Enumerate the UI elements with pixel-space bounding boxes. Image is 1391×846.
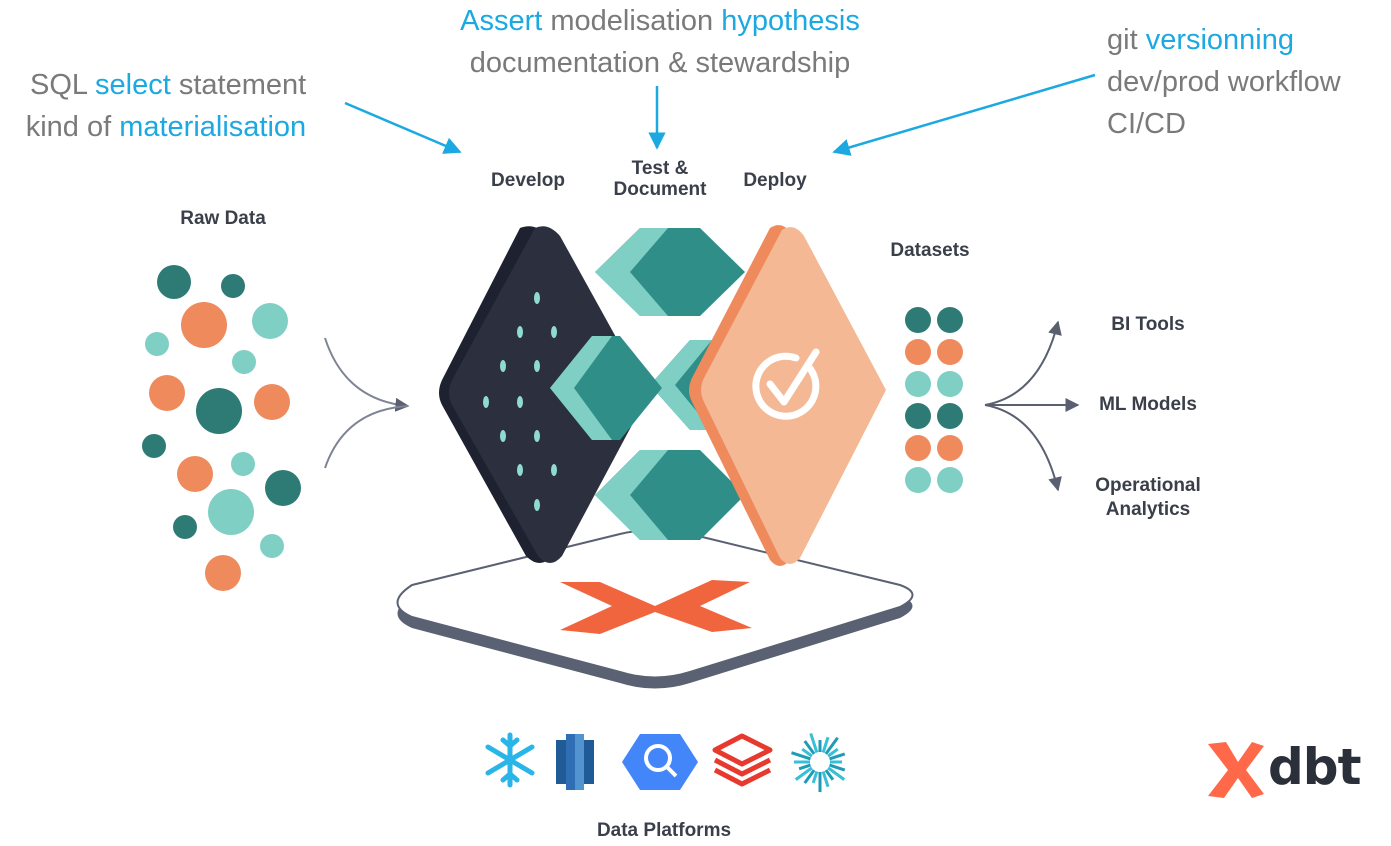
starburst-ray [829,763,846,772]
raw-data-dot [142,434,166,458]
arrow-right-annotation [832,73,1096,156]
data-platform-logos [485,732,846,792]
starburst-ray [809,733,819,753]
output-operational-line1: Operational [1095,475,1201,496]
annotation-right-line3: CI/CD [1107,108,1186,140]
data-platforms-label: Data Platforms [596,820,732,841]
starburst-ray [801,747,813,758]
raw-data-circles [142,265,301,591]
platform-base [396,529,914,689]
raw-data-dot [181,302,227,348]
output-bi-tools: BI Tools [1111,314,1185,335]
dataset-dot [905,403,931,429]
stage-label-test-line2: Document [613,179,707,200]
dataset-dot [905,371,931,397]
raw-data-dot [208,489,254,535]
raw-data-dot [205,555,241,591]
dataset-dot [905,307,931,333]
platform-dbt-logo [560,580,752,634]
dataset-dot [937,339,963,365]
output-ml-models: ML Models [1099,394,1197,415]
starburst-ray [824,736,839,755]
annotation-center: Assert modelisation hypothesis documenta… [440,0,880,84]
starburst-ray [794,766,813,781]
starburst-ray [821,736,830,753]
raw-data-dot [221,274,245,298]
raw-data-dot [265,470,301,506]
annotation-center-line2: documentation & stewardship [469,47,851,79]
annotation-left-line2: kind of materialisation [25,111,307,143]
annotation-left-line1: SQL select statement [30,69,307,101]
stage-label-deploy: Deploy [743,170,807,191]
annotation-left: SQL select statement kind of materialisa… [26,64,307,148]
dataset-dot [905,339,931,365]
raw-data-label: Raw Data [180,208,266,229]
databricks-icon [712,733,773,787]
snowflake-icon [485,732,535,788]
output-operational-analytics: Operational Analytics [1078,474,1218,522]
datasets-label: Datasets [890,240,970,261]
arrow-raw-top [324,337,410,412]
develop-dots [483,292,557,511]
raw-data-dot [149,375,185,411]
dataset-dot [937,371,963,397]
annotation-right-line2: dev/prod workflow [1107,66,1341,98]
raw-data-dot [157,265,191,299]
raw-data-dot [173,515,197,539]
dataset-dot [937,435,963,461]
stage-label-test-line1: Test & [631,158,689,179]
raw-data-dot [252,303,288,339]
starburst-ray [798,763,811,771]
datasets-grid [905,307,963,493]
dataset-dot [937,403,963,429]
starburst-ray [803,740,816,755]
starburst-icon [791,733,846,792]
stage-label-test-document: Test & Document [605,158,715,200]
starburst-ray [829,752,846,761]
check-circle-icon [752,348,820,420]
dataset-dot [905,435,931,461]
annotation-right-line1: git versionning [1107,24,1295,56]
starburst-ray [827,747,839,758]
output-arrows [984,320,1080,492]
stage-label-develop: Develop [491,170,565,191]
raw-data-dot [260,534,284,558]
dbt-wordmark: dbt [1268,738,1361,796]
starburst-ray [791,751,811,761]
raw-data-dot [231,452,255,476]
starburst-ray [821,771,830,788]
deploy-diamond [689,225,886,566]
test-document-blocks [550,228,785,540]
raw-data-dot [254,384,290,420]
starburst-ray [811,771,819,784]
annotation-right: git versionning dev/prod workflow CI/CD [1107,19,1341,145]
starburst-ray [824,769,835,781]
dataset-dot [937,307,963,333]
raw-data-dot [145,332,169,356]
annotation-center-line1: Assert modelisation hypothesis [460,5,860,37]
raw-data-dot [196,388,242,434]
raw-data-dot [177,456,213,492]
raw-data-dot [232,350,256,374]
redshift-icon [556,734,594,790]
starburst-ray [803,769,816,784]
dbt-brand-icon [1208,742,1264,798]
dataset-dot [937,467,963,493]
dataset-dot [905,467,931,493]
bigquery-icon [622,734,698,790]
output-operational-line2: Analytics [1105,499,1191,520]
arrow-left-annotation [344,101,462,154]
develop-diamond [439,226,648,563]
starburst-ray [827,766,846,781]
arrow-raw-bottom [324,405,409,469]
